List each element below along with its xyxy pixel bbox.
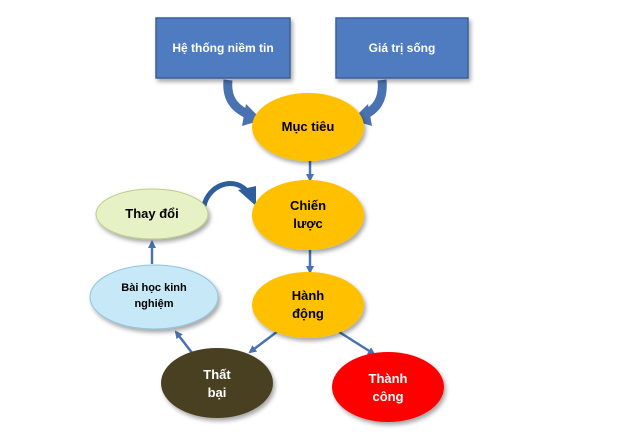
node-failure: Thất bại — [161, 348, 273, 418]
node-lessons-label-line2: nghiệm — [134, 298, 173, 310]
node-life-values-label: Giá trị sống — [369, 41, 436, 55]
node-success-label-line2: công — [372, 389, 403, 404]
node-action: Hành động — [252, 272, 364, 338]
node-success: Thành công — [332, 352, 444, 422]
curved-arrow-change-to-strategy — [201, 180, 248, 207]
node-success-label-line1: Thành — [369, 371, 408, 386]
node-change-label: Thay đổi — [125, 206, 178, 221]
node-action-label-line2: động — [292, 306, 324, 321]
node-lessons-label-line1: Bài học kinh — [121, 282, 187, 294]
node-failure-label-line1: Thất — [203, 367, 231, 382]
node-life-values: Giá trị sống — [335, 17, 469, 79]
node-change: Thay đổi — [95, 188, 209, 240]
node-action-label-line1: Hành — [292, 288, 325, 303]
node-lessons: Bài học kinh nghiệm — [89, 264, 219, 330]
node-goal: Mục tiêu — [252, 93, 364, 161]
curved-arrow-change-to-strategy-head — [238, 186, 256, 206]
node-belief-system: Hệ thống niềm tin — [155, 17, 291, 79]
arrow-action-to-success — [335, 328, 376, 356]
node-belief-system-label: Hệ thống niềm tin — [172, 41, 273, 55]
node-strategy-label-line1: Chiến — [290, 198, 326, 213]
node-goal-label: Mục tiêu — [282, 119, 335, 134]
node-strategy-label-line2: lược — [293, 216, 323, 231]
node-failure-label-line2: bại — [208, 385, 227, 400]
node-strategy: Chiến lược — [252, 180, 364, 250]
